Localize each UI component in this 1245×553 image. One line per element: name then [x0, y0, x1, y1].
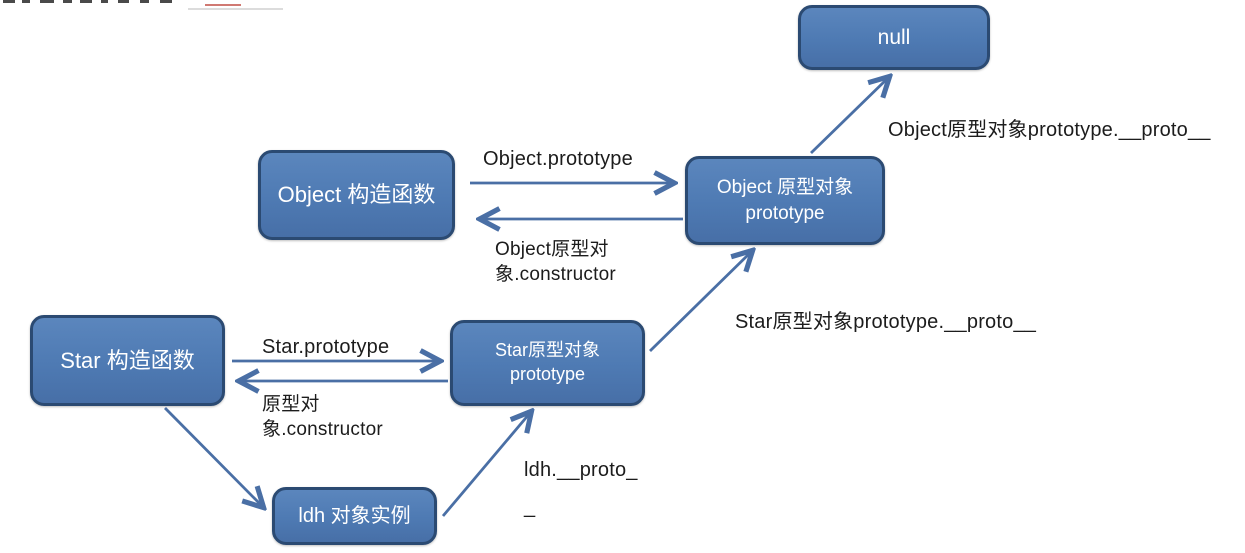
node-object-prototype: Object 原型对象 prototype [685, 156, 885, 245]
clipped-underline-fragment [188, 8, 283, 10]
node-star-prototype-label: Star原型对象 prototype [494, 340, 600, 384]
arrow-ldh-instance-to-star-prototype [441, 413, 530, 517]
edge-label-object-prototype-constructor: Object原型对 象.constructor [495, 239, 616, 285]
clipped-red-mark-fragment [205, 0, 241, 6]
edge-label-ldh-proto: ldh.__proto_ _ [524, 459, 638, 518]
edge-label-star-prototype-constructor: 原型对 象.constructor [262, 394, 383, 440]
node-object-prototype-label: Object 原型对象 prototype [716, 177, 854, 224]
node-star-prototype: Star原型对象 prototype [450, 320, 645, 406]
edge-label-star-dot-prototype: Star.prototype [262, 336, 390, 358]
node-ldh-instance-label: ldh 对象实例 [298, 504, 411, 527]
node-null: null [798, 5, 990, 70]
node-star-constructor-label: Star 构造函数 [60, 347, 195, 373]
node-object-constructor: Object 构造函数 [258, 150, 455, 240]
node-star-constructor: Star 构造函数 [30, 315, 225, 406]
node-object-constructor-label: Object 构造函数 [277, 182, 436, 208]
edge-label-object-dot-prototype: Object.prototype [483, 148, 633, 170]
arrow-object-prototype-to-null [810, 78, 888, 155]
node-null-label: null [877, 25, 911, 49]
arrow-star-constructor-to-ldh-instance [164, 407, 262, 506]
edge-label-object-prototype-proto: Object原型对象prototype.__proto__ [888, 119, 1211, 141]
edge-label-star-prototype-proto: Star原型对象prototype.__proto__ [735, 311, 1037, 333]
node-ldh-instance: ldh 对象实例 [272, 487, 437, 545]
arrow-star-prototype-to-object-prototype [649, 252, 751, 352]
